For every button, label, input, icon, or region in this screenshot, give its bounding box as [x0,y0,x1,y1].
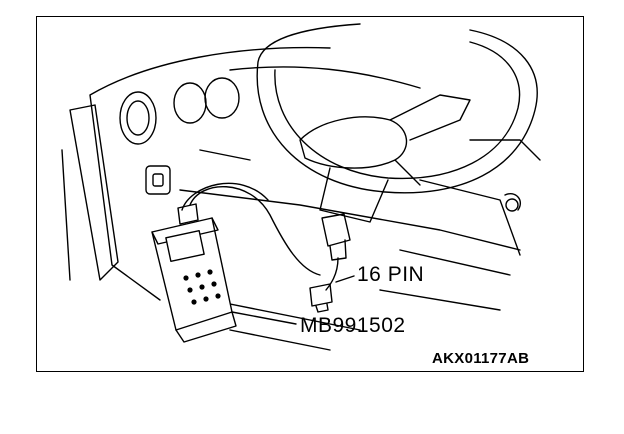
connector-label: 16 PIN [357,263,425,286]
connector-16-pin [321,213,351,261]
dashboard-outline [89,46,421,301]
tool-cable [189,185,321,276]
gauge-center [204,77,240,119]
gauge-left [173,82,207,124]
tool-part-number: MB991502 [300,314,406,337]
scan-tool-top-connector [177,203,199,225]
leader-tool [231,311,297,325]
steering-wheel-rim [256,23,538,194]
scan-tool-keypad [183,269,221,305]
figure-code: AKX01177AB [432,350,530,367]
left-vent [119,91,157,145]
figure-frame [36,16,584,372]
lower-dash [179,149,521,256]
scan-tool-screen [165,230,205,262]
ignition-switch [145,165,171,195]
steering-wheel-hub [299,116,408,169]
steering-column [319,167,389,223]
floor-lines [209,249,511,351]
leader-16-pin [335,275,355,283]
door-panel [61,104,119,281]
adapter-plug [309,283,333,313]
